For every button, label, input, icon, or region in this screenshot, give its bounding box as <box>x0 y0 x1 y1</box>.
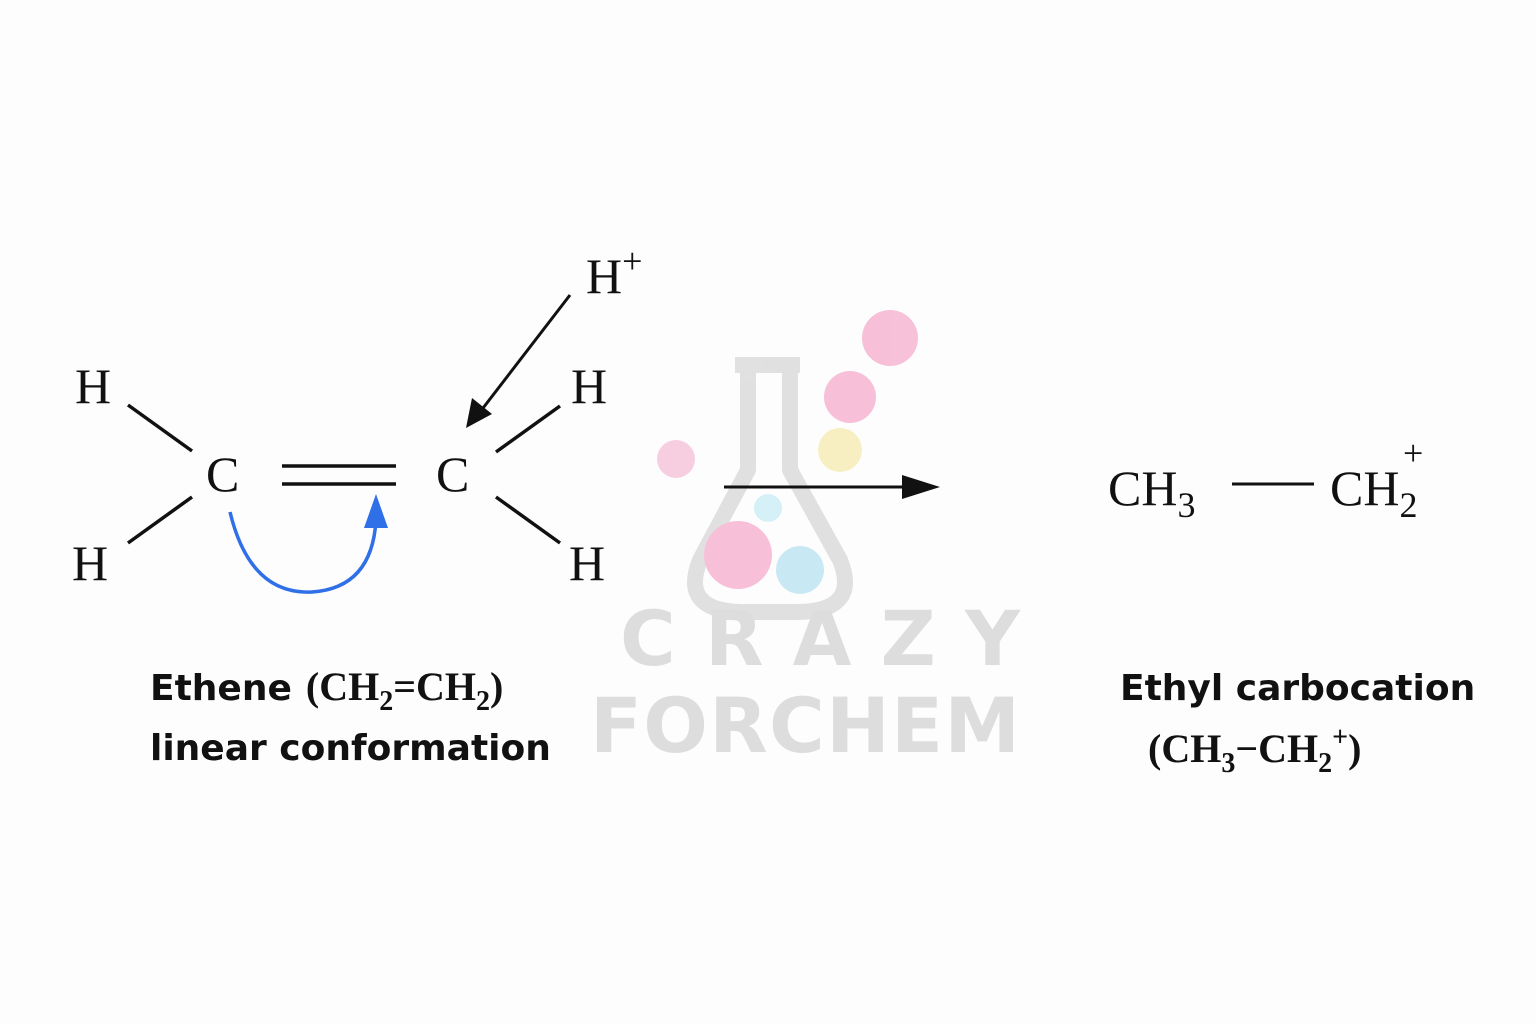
bonds <box>126 403 562 545</box>
single-bond <box>494 404 562 454</box>
positive-charge: + <box>1403 433 1423 473</box>
single-bond <box>126 403 194 453</box>
carbocation-formula: (CH3−CH2+) <box>1148 722 1361 779</box>
watermark-text-line1: CRAZY <box>620 594 1021 683</box>
atom-c-left: C <box>206 446 239 502</box>
watermark-bubble <box>754 494 782 522</box>
arrowhead-icon <box>364 494 388 528</box>
proton-attack-arrow <box>478 294 572 413</box>
atom-c-right: C <box>436 446 469 502</box>
atom-h-top-left: H <box>75 358 111 414</box>
arrowhead-icon <box>902 475 940 499</box>
watermark-bubble <box>862 310 918 366</box>
atom-h-bottom-right: H <box>569 535 605 591</box>
watermark-logo: CRAZY FORCHEM <box>590 310 1021 770</box>
ethene-label: Ethene(CH2=CH2) <box>150 664 503 717</box>
product-ch2: CH2 <box>1330 460 1417 525</box>
carbocation-label: Ethyl carbocation <box>1120 668 1475 709</box>
watermark-bubble <box>824 371 876 423</box>
atom-h-bottom-left: H <box>72 535 108 591</box>
arrowhead-icon <box>466 398 492 428</box>
proton: H+ <box>586 241 642 304</box>
atom-h-top-right: H <box>571 358 607 414</box>
watermark-bubble <box>657 440 695 478</box>
watermark-text-line2: FORCHEM <box>590 681 1020 770</box>
single-bond <box>126 495 194 545</box>
watermark-bubble <box>818 428 862 472</box>
electron-curved-arrow <box>228 511 378 594</box>
product-ch3: CH3 <box>1108 460 1195 525</box>
watermark-bubble <box>776 546 824 594</box>
single-bond <box>494 495 562 545</box>
watermark-bubble <box>704 521 772 589</box>
ethene-conformation-label: linear conformation <box>150 728 551 769</box>
flask-icon <box>687 357 853 620</box>
